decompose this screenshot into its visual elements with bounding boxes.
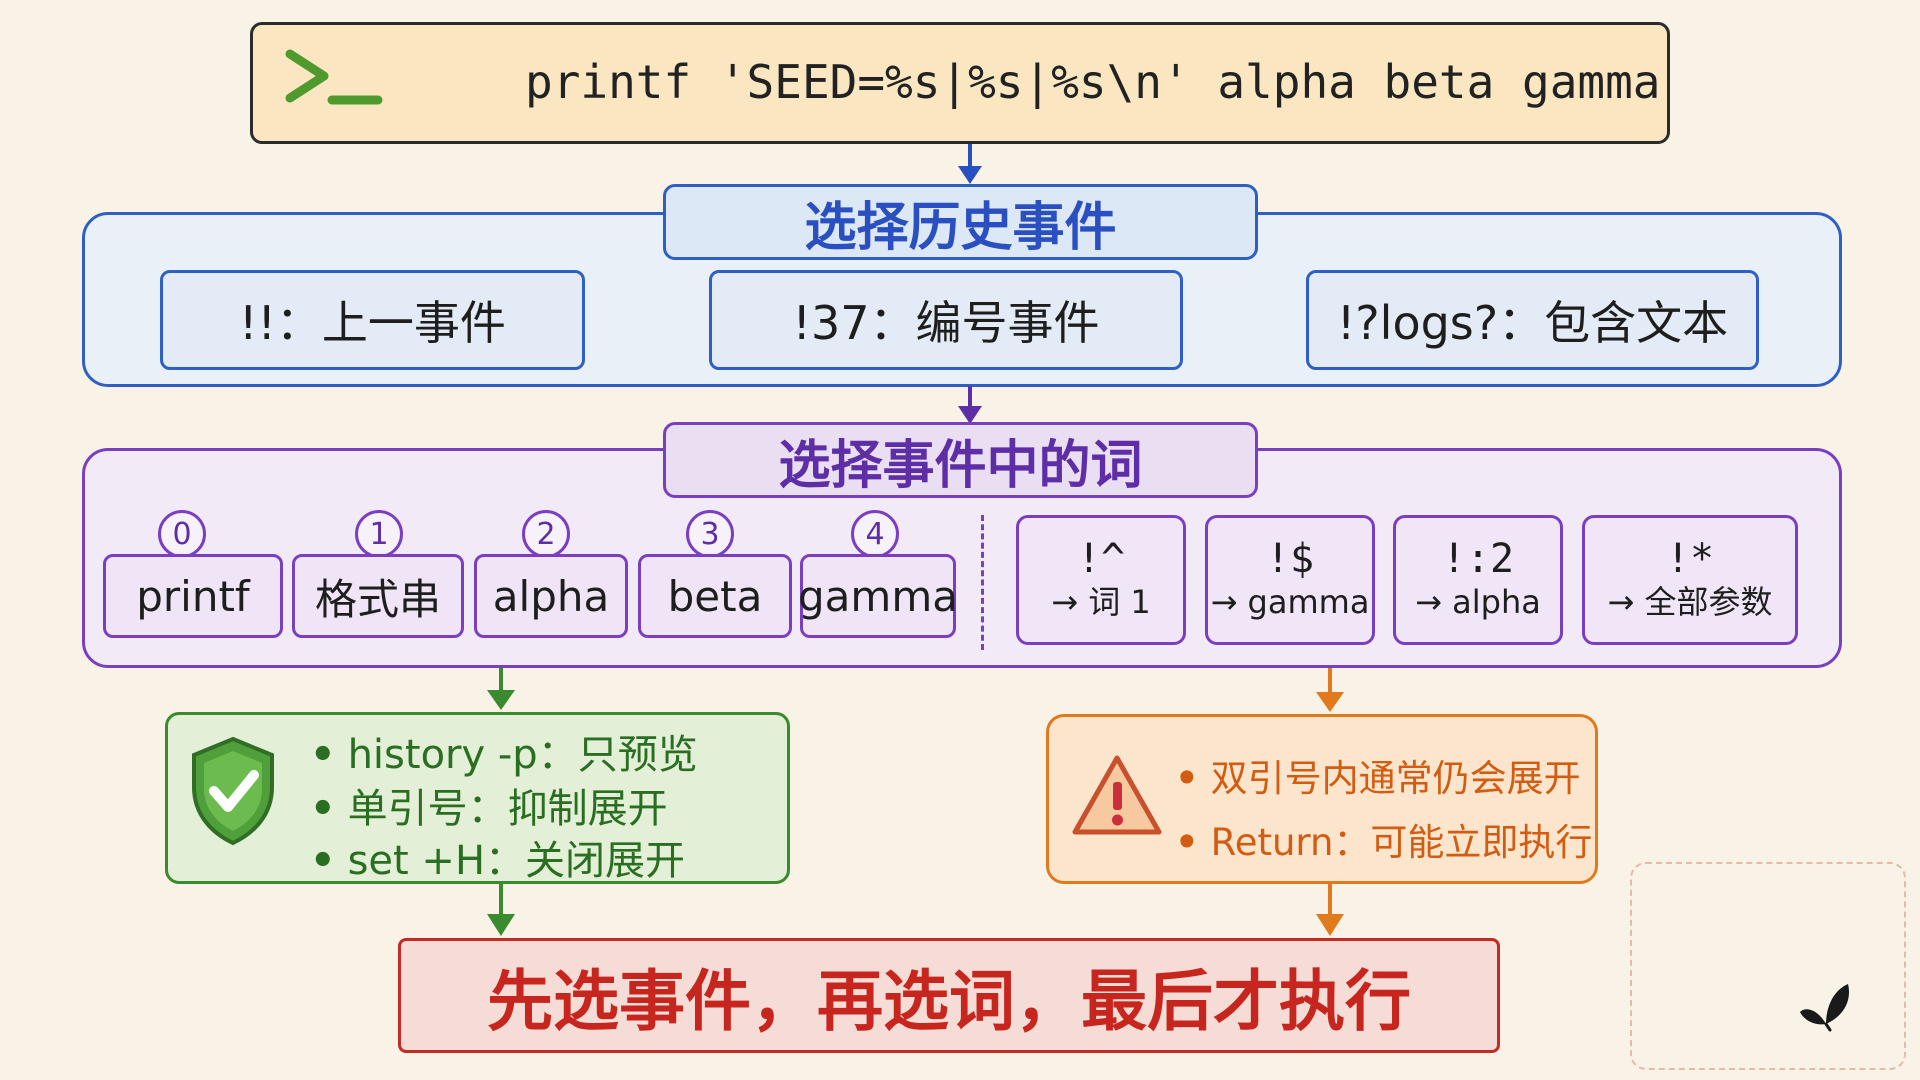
designator-symbol: !^ xyxy=(1076,536,1126,582)
warning-item-text: 双引号内通常仍会展开 xyxy=(1210,757,1581,800)
warning-item-text: Return：可能立即执行 xyxy=(1210,821,1593,864)
word-index-2: 2 xyxy=(522,510,570,558)
designator-symbol: !:2 xyxy=(1441,536,1515,582)
safe-item-text: 单引号：抑制展开 xyxy=(347,786,668,832)
separator xyxy=(981,515,984,650)
arrow-down-icon xyxy=(1316,668,1344,712)
safe-item-text: set +H：关闭展开 xyxy=(347,838,686,884)
event-item-text: !?logs?：包含文本 xyxy=(1306,270,1759,370)
word-box-3: beta xyxy=(638,554,792,638)
butterfly-icon xyxy=(1800,984,1850,1032)
terminal-prompt-icon xyxy=(285,49,383,105)
word-box-2: alpha xyxy=(474,554,628,638)
arrow-down-icon xyxy=(1316,884,1344,936)
safe-item: •单引号：抑制展开 xyxy=(310,786,668,832)
safe-item: •set +H：关闭展开 xyxy=(310,838,686,884)
corner-placeholder xyxy=(1630,862,1906,1070)
arrow-down-icon xyxy=(958,144,982,184)
word-box-4: gamma xyxy=(798,554,958,638)
warning-item: •双引号内通常仍会展开 xyxy=(1175,757,1581,800)
arrow-down-icon xyxy=(487,668,515,710)
designator-meaning: → 词 1 xyxy=(1051,583,1151,621)
arrow-down-icon xyxy=(958,386,982,424)
word-index-4: 4 xyxy=(851,510,899,558)
safe-item-text: history -p：只预览 xyxy=(347,732,698,778)
designator-first-arg: !^ → 词 1 xyxy=(1016,515,1186,645)
word-box-0: printf xyxy=(103,554,283,638)
arrow-down-icon xyxy=(487,884,515,936)
designator-meaning: → alpha xyxy=(1415,583,1541,621)
designator-meaning: → gamma xyxy=(1210,583,1370,621)
word-index-3: 3 xyxy=(686,510,734,558)
event-item-number: !37：编号事件 xyxy=(709,270,1183,370)
warning-icon xyxy=(1072,755,1162,835)
event-section-title: 选择历史事件 xyxy=(663,184,1258,260)
shield-check-icon xyxy=(192,736,274,846)
warning-item: •Return：可能立即执行 xyxy=(1175,821,1593,864)
designator-all-args: !* → 全部参数 xyxy=(1582,515,1798,645)
word-section-title: 选择事件中的词 xyxy=(663,422,1258,498)
word-box-1: 格式串 xyxy=(292,554,464,638)
command-bar xyxy=(250,22,1670,144)
word-index-1: 1 xyxy=(355,510,403,558)
designator-meaning: → 全部参数 xyxy=(1607,583,1773,621)
event-item-last: !!：上一事件 xyxy=(160,270,585,370)
command-text: printf 'SEED=%s|%s|%s\n' alpha beta gamm… xyxy=(525,55,1661,109)
designator-last-arg: !$ → gamma xyxy=(1205,515,1375,645)
word-index-0: 0 xyxy=(158,510,206,558)
designator-symbol: !$ xyxy=(1265,536,1315,582)
safe-item: •history -p：只预览 xyxy=(310,732,698,778)
conclusion-banner: 先选事件，再选词，最后才执行 xyxy=(398,938,1500,1053)
designator-word-2: !:2 → alpha xyxy=(1393,515,1563,645)
designator-symbol: !* xyxy=(1665,536,1715,582)
